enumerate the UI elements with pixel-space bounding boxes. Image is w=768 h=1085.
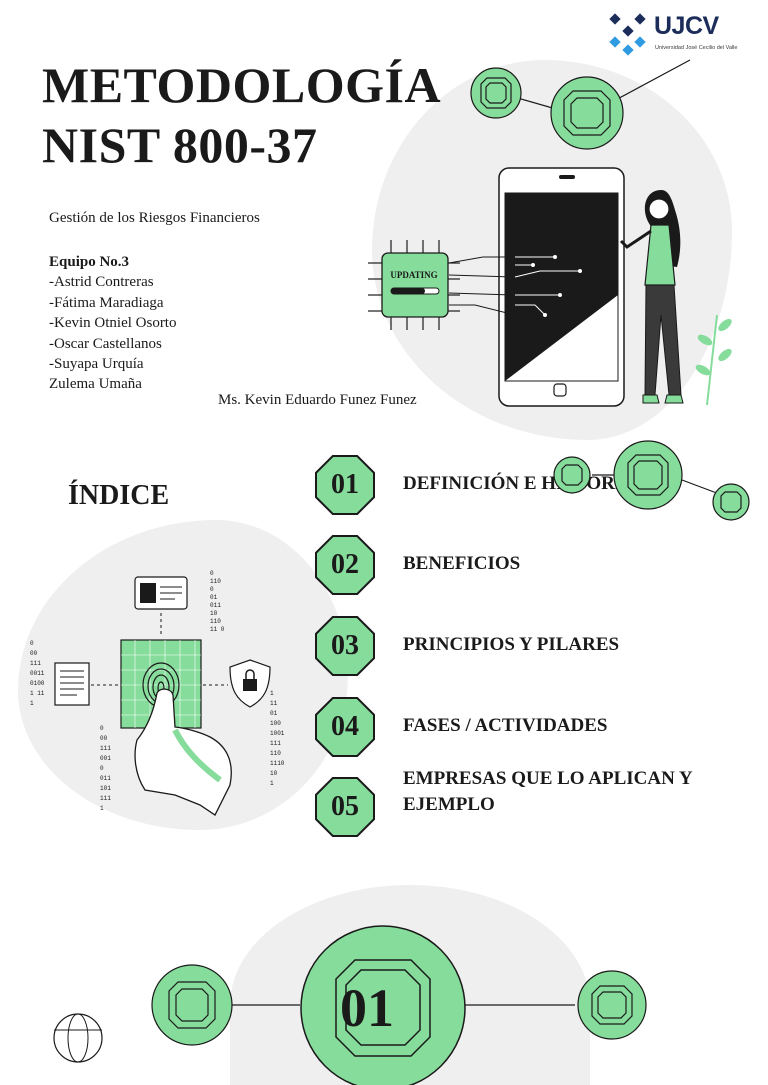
svg-text:111: 111 xyxy=(270,740,281,747)
advisor-name: Ms. Kevin Eduardo Funez Funez xyxy=(218,392,417,408)
index-number: 01 xyxy=(317,457,373,513)
svg-text:001: 001 xyxy=(100,755,111,762)
team-member: -Fátima Maradiaga xyxy=(49,294,164,311)
index-item-label[interactable]: FASES / ACTIVIDADES xyxy=(403,715,608,736)
svg-text:100: 100 xyxy=(270,720,281,727)
team-heading: Equipo No.3 xyxy=(49,254,130,270)
index-item-label[interactable]: EMPRESAS QUE LO APLICAN Y EJEMPLO xyxy=(403,768,692,815)
svg-text:111: 111 xyxy=(100,745,111,752)
index-number-badge: 03 xyxy=(315,616,375,676)
index-number-badge: 04 xyxy=(315,697,375,757)
university-logo: UJCV Universidad José Cecilio del Valle xyxy=(608,12,750,58)
svg-text:1001: 1001 xyxy=(270,730,285,737)
index-item-label[interactable]: BENEFICIOS xyxy=(403,553,521,574)
svg-text:0: 0 xyxy=(210,570,214,577)
svg-text:00: 00 xyxy=(30,650,38,657)
title-line-1: METODOLOGÍA xyxy=(42,57,442,113)
logo-wordmark: UJCV xyxy=(654,12,719,40)
svg-text:011: 011 xyxy=(210,602,221,609)
network-nodes-top xyxy=(470,59,691,150)
svg-text:111: 111 xyxy=(30,660,41,667)
svg-text:1: 1 xyxy=(30,700,34,707)
index-number: 05 xyxy=(317,779,373,835)
page-title: METODOLOGÍA NIST 800-37 xyxy=(42,55,441,175)
svg-text:1: 1 xyxy=(270,690,274,697)
svg-text:01: 01 xyxy=(270,710,278,717)
title-line-2: NIST 800-37 xyxy=(42,117,318,173)
index-number-badge: 01 xyxy=(315,455,375,515)
team-member: -Kevin Otniel Osorto xyxy=(49,315,177,332)
svg-text:0011: 0011 xyxy=(30,670,45,677)
svg-text:10: 10 xyxy=(270,770,278,777)
index-number-badge: 02 xyxy=(315,535,375,595)
index-number-badge: 05 xyxy=(315,777,375,837)
network-nodes-index xyxy=(553,440,750,521)
svg-text:10: 10 xyxy=(210,610,218,617)
svg-text:0: 0 xyxy=(100,725,104,732)
globe-icon xyxy=(53,1013,103,1063)
svg-text:11 0: 11 0 xyxy=(210,626,225,633)
chip-label: UPDATING xyxy=(390,270,437,280)
svg-text:1 11: 1 11 xyxy=(30,690,45,697)
index-item-label[interactable]: PRINCIPIOS Y PILARES xyxy=(403,634,620,655)
svg-text:00: 00 xyxy=(100,735,108,742)
section-number: 01 xyxy=(340,978,394,1038)
course-subtitle: Gestión de los Riesgos Financieros xyxy=(49,210,260,226)
svg-text:011: 011 xyxy=(100,775,111,782)
svg-text:01: 01 xyxy=(210,594,218,601)
svg-text:0: 0 xyxy=(30,640,34,647)
index-number: 04 xyxy=(317,699,373,755)
svg-text:1110: 1110 xyxy=(270,760,285,767)
logo-subtitle: Universidad José Cecilio del Valle xyxy=(655,45,738,51)
team-member: -Oscar Castellanos xyxy=(49,335,162,352)
svg-text:0: 0 xyxy=(210,586,214,593)
index-title: ÍNDICE xyxy=(68,480,170,511)
svg-text:110: 110 xyxy=(210,618,221,625)
svg-text:1: 1 xyxy=(270,780,274,787)
team-member: Zulema Umaña xyxy=(49,376,142,393)
index-number: 02 xyxy=(317,537,373,593)
team-list: Equipo No.3 -Astrid Contreras -Fátima Ma… xyxy=(49,252,176,395)
svg-text:0: 0 xyxy=(100,765,104,772)
svg-text:111: 111 xyxy=(100,795,111,802)
team-member: -Astrid Contreras xyxy=(49,274,154,291)
svg-text:110: 110 xyxy=(210,578,221,585)
logo-mark-icon xyxy=(609,13,646,56)
svg-text:101: 101 xyxy=(100,785,111,792)
index-number: 03 xyxy=(317,618,373,674)
svg-text:11: 11 xyxy=(270,700,278,707)
team-member: -Suyapa Urquía xyxy=(49,356,144,373)
phone-update-illustration: UPDATING xyxy=(368,167,732,407)
svg-text:1: 1 xyxy=(100,805,104,812)
svg-text:110: 110 xyxy=(270,750,281,757)
svg-text:0100: 0100 xyxy=(30,680,45,687)
